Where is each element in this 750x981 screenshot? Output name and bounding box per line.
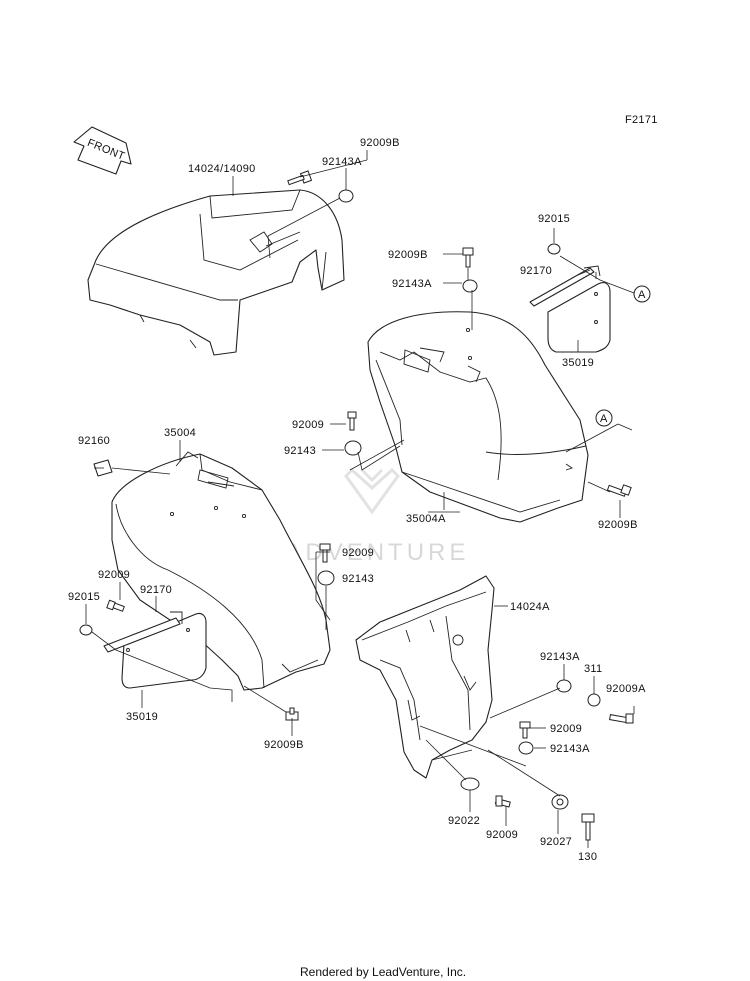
mud-flap-right-part	[529, 265, 611, 353]
bolt-92009-d	[519, 721, 531, 739]
bolt-92009-c	[106, 599, 125, 612]
callout-92009-c: 92009	[98, 569, 130, 581]
callout-14024A: 14024A	[510, 601, 550, 613]
callout-92022: 92022	[448, 815, 480, 827]
diagram-id: F2171	[625, 114, 658, 126]
callout-35004A: 35004A	[406, 513, 446, 525]
hardware	[79, 170, 634, 841]
bolt-92009B-left	[285, 707, 299, 721]
bottom-cover-part	[355, 575, 495, 779]
rear-fender-right-part	[367, 311, 589, 523]
callout-92027: 92027	[540, 836, 572, 848]
callout-35019-left: 35019	[126, 711, 158, 723]
callout-35004: 35004	[164, 427, 196, 439]
callout-92143-b: 92143	[342, 573, 374, 585]
callout-92009-b: 92009	[342, 547, 374, 559]
callout-92009A: 92009A	[606, 683, 646, 695]
bolt-92009B-right	[606, 484, 632, 497]
bolt-130	[581, 813, 595, 841]
callout-labels: 14024/14090 92143A 92009B 92015 92009B 9…	[68, 137, 646, 863]
ref-A-mid: A	[595, 409, 613, 427]
bolt-92009-b	[319, 543, 331, 563]
callout-92009B-right: 92009B	[598, 519, 638, 531]
callout-92170-top: 92170	[520, 265, 552, 277]
callout-92143A-right: 92143A	[540, 651, 580, 663]
nut-92015-left	[79, 624, 93, 636]
collar-92143A-top	[338, 189, 354, 203]
bolt-92009-a	[347, 411, 357, 431]
callout-311: 311	[584, 663, 602, 675]
ref-A-top: A	[633, 285, 651, 303]
callout-92009-a: 92009	[292, 419, 324, 431]
callout-92143A-top: 92143A	[322, 156, 362, 168]
collar-92143-b	[317, 570, 335, 586]
collar-92143A-bottom	[518, 741, 534, 755]
carrier-cover-part	[87, 189, 345, 356]
callout-92009-e: 92009	[486, 829, 518, 841]
callout-92009B-left: 92009B	[264, 739, 304, 751]
callout-92009-d: 92009	[550, 723, 582, 735]
nut-92015-top	[547, 243, 561, 255]
footer-credit: Rendered by LeadVenture, Inc.	[300, 965, 466, 979]
callout-92160: 92160	[78, 435, 110, 447]
ref-A-mid-label: A	[600, 413, 608, 425]
callout-130: 130	[578, 851, 597, 863]
bolt-92009B-mid	[462, 247, 474, 268]
callout-14024-14090: 14024/14090	[188, 163, 256, 175]
callout-92143-a: 92143	[284, 445, 316, 457]
callout-92009B-mid: 92009B	[388, 249, 428, 261]
callout-92015-top: 92015	[538, 213, 570, 225]
collar-92143-a	[344, 440, 362, 456]
leader-lines	[85, 150, 635, 848]
collar-92143A-right	[556, 679, 572, 693]
bolt-92009-e	[494, 795, 511, 808]
callout-92170-left: 92170	[140, 584, 172, 596]
callout-92143A-mid: 92143A	[392, 278, 432, 290]
bolt-92009A	[609, 713, 634, 724]
mud-flap-left-part	[103, 611, 207, 689]
callout-35019-top: 35019	[562, 357, 594, 369]
front-arrow-icon: FRONT	[73, 126, 132, 175]
washer-92022	[460, 777, 480, 791]
collar-92027	[551, 794, 569, 810]
callout-92009B-top: 92009B	[360, 137, 400, 149]
callout-92143A-bottom: 92143A	[550, 743, 590, 755]
bolt-92009B-top	[287, 170, 313, 186]
collar-311	[587, 693, 601, 707]
ref-A-top-label: A	[638, 289, 646, 301]
collar-92143A-mid	[462, 279, 478, 293]
callout-92015-left: 92015	[68, 591, 100, 603]
